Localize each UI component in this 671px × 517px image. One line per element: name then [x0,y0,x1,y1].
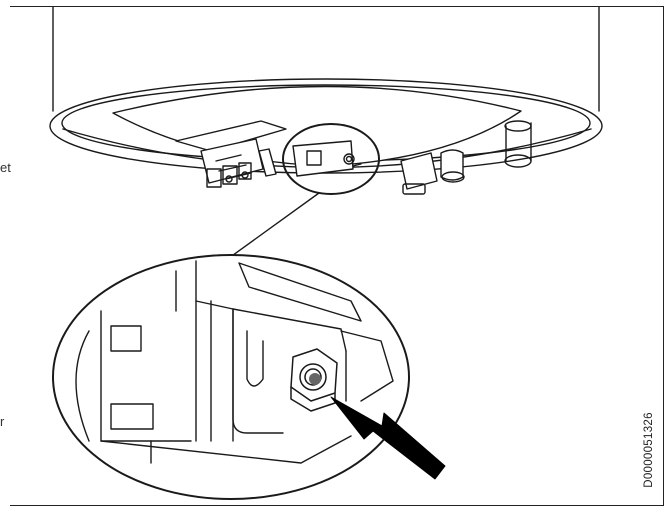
right-fittings [400,120,532,195]
highlight-circle [282,123,380,195]
overview-detail [292,140,362,177]
document-id-label: D0000051326 [643,412,655,488]
heater-bottom-illustration [49,7,603,500]
arrow-indicator [330,396,446,480]
document-id: D0000051326 [637,400,661,500]
margin-text-fragment: et [0,160,11,175]
terminal-block [175,120,287,188]
figure-frame [7,6,664,506]
hex-nut [290,348,338,412]
magnified-detail [52,254,410,500]
leader-line [228,192,320,259]
left-margin [0,0,10,517]
margin-text-fragment: r [0,414,5,429]
